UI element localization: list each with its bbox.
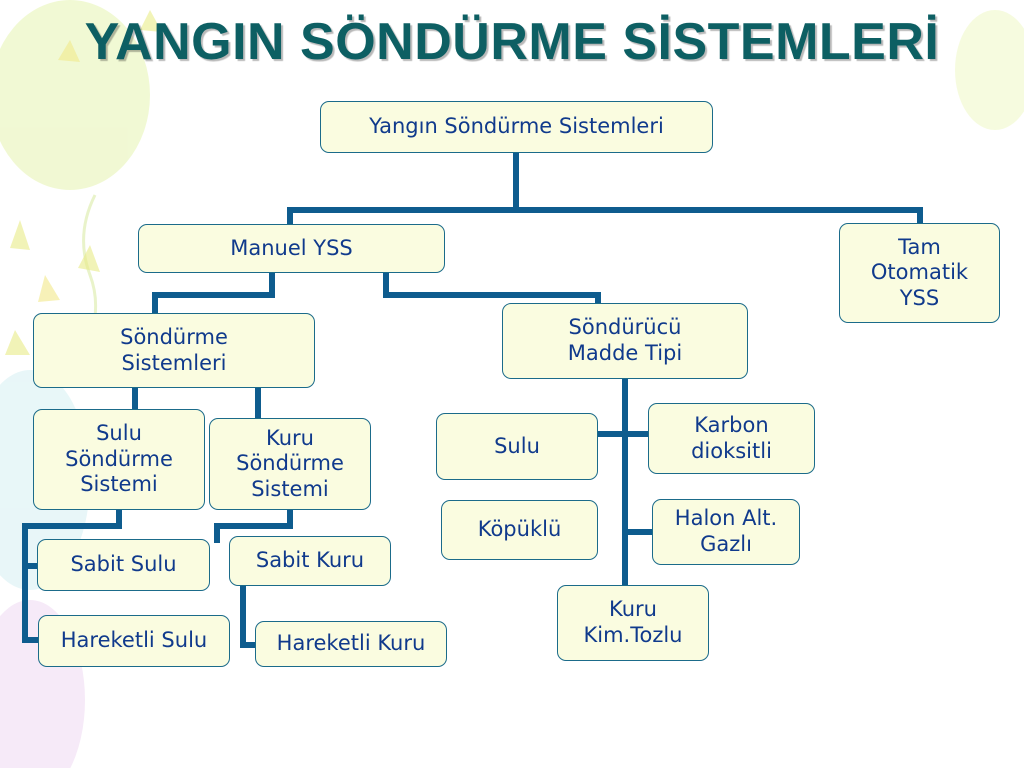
node-sulu-sondurme-sistemi-label: Sulu Söndürme Sistemi [65,421,173,497]
node-kuru-kim-tozlu-label: Kuru Kim.Tozlu [583,597,683,647]
node-hareketli-sulu: Hareketli Sulu [38,615,230,667]
connector-manuel-right [383,269,601,308]
node-karbon-dioksitli-label: Karbon dioksitli [691,412,772,463]
node-tam-otomatik-yss: Tam Otomatik YSS [839,223,1000,323]
node-manuel-yss-label: Manuel YSS [230,235,353,260]
node-sabit-sulu: Sabit Sulu [37,539,210,591]
node-halon-alt-gazli: Halon Alt. Gazlı [652,499,800,565]
node-root: Yangın Söndürme Sistemleri [320,101,713,153]
node-manuel-yss: Manuel YSS [138,224,445,273]
node-tam-otomatik-yss-label: Tam Otomatik YSS [870,234,969,310]
node-sulu-label: Sulu [494,433,540,458]
node-kuru-sondurme-sistemi-label: Kuru Söndürme Sistemi [236,425,344,501]
node-sulu-sondurme-sistemi: Sulu Söndürme Sistemi [33,409,205,510]
node-hareketli-kuru-label: Hareketli Kuru [276,631,426,656]
connector-kuru-spine [240,583,261,648]
confetti-decoration [5,10,162,355]
node-sondurme-sistemleri: Söndürme Sistemleri [33,313,315,388]
node-halon-alt-gazli-label: Halon Alt. Gazlı [674,506,778,556]
node-sondurucu-madde-tipi-label: Söndürücü Madde Tipi [567,315,683,365]
node-hareketli-sulu-label: Hareketli Sulu [60,628,208,653]
connector-manuel-left [152,269,275,318]
node-kopuklu-label: Köpüklü [477,517,562,542]
node-kopuklu: Köpüklü [441,500,598,560]
node-sondurucu-madde-tipi: Söndürücü Madde Tipi [502,303,748,379]
node-kuru-sondurme-sistemi: Kuru Söndürme Sistemi [209,418,371,510]
node-hareketli-kuru: Hareketli Kuru [255,621,447,667]
node-sondurme-sistemleri-label: Söndürme Sistemleri [120,324,228,375]
node-kuru-kim-tozlu: Kuru Kim.Tozlu [557,585,709,661]
node-root-label: Yangın Söndürme Sistemleri [369,114,664,139]
page-title: YANGIN SÖNDÜRME SİSTEMLERİ [84,13,940,71]
node-karbon-dioksitli: Karbon dioksitli [648,403,815,474]
node-sabit-kuru-label: Sabit Kuru [255,548,365,573]
node-sulu: Sulu [436,413,598,480]
node-sabit-kuru: Sabit Kuru [229,536,391,586]
node-sabit-sulu-label: Sabit Sulu [70,552,177,577]
